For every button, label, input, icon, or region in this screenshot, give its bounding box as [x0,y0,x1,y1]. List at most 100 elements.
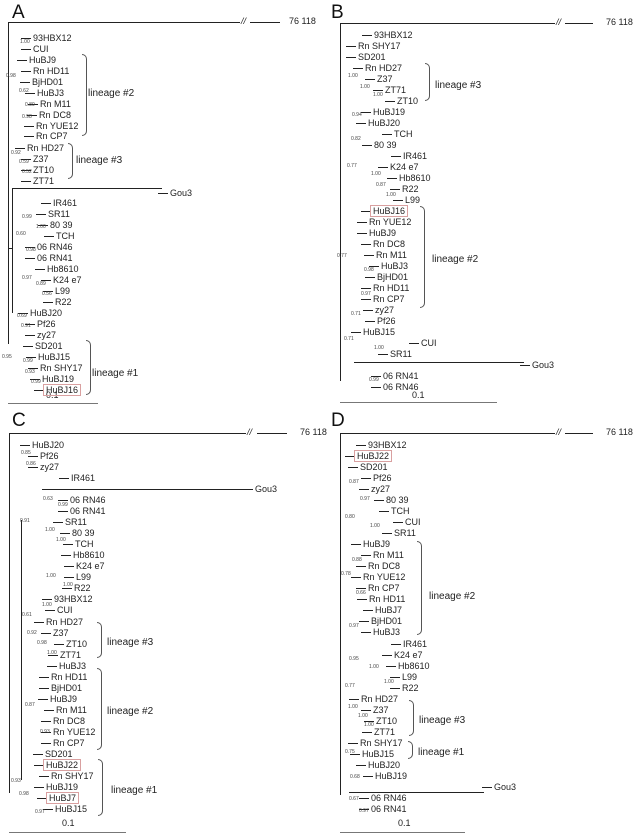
taxon-label: 06 RN41 [70,506,106,516]
taxon-label: ZT10 [376,716,398,726]
taxon-label: L99 [402,672,418,682]
taxon-label: Pf26 [37,319,56,329]
clade-stem-c [21,520,22,780]
terminal-branch [58,500,68,501]
terminal-branch [351,577,361,578]
terminal-branch [362,145,372,146]
terminal-branch [21,71,31,72]
taxon-label: TCH [75,539,94,549]
panel-label-a: A [12,2,25,23]
terminal-branch [356,588,366,589]
taxon-label: HuBJ7 [375,605,403,615]
terminal-branch [357,233,367,234]
taxon-label: Rn HD11 [33,66,70,76]
terminal-branch [36,214,46,215]
terminal-branch [346,46,356,47]
highlighted-taxon-label: HuBJ16 [43,384,82,396]
support-value: 0.91 [20,518,30,524]
terminal-branch [35,269,45,270]
lineage-label: lineage #2 [432,254,479,265]
support-value: 0.99 [58,502,68,508]
support-value: 0.98 [6,73,16,79]
taxon-label: HuBJ20 [32,440,65,450]
terminal-branch [41,633,51,634]
support-value: 1.00 [369,664,379,670]
outgroup-branch-d-tail [565,433,593,434]
taxon-label: 06 RN41 [371,804,407,814]
terminal-branch [361,288,371,289]
terminal-branch [43,302,53,303]
terminal-branch [44,710,54,711]
terminal-branch [28,368,38,369]
terminal-branch [362,732,372,733]
support-value: 1.00 [386,192,396,198]
terminal-branch [387,178,397,179]
taxon-label: 06 RN41 [37,253,73,263]
outgroup-label-c: 76 118 [300,427,327,437]
taxon-label: CUI [421,338,437,348]
taxon-label: Rn CP7 [373,294,405,304]
terminal-branch [58,511,68,512]
taxon-label: 93HBX12 [368,440,407,450]
terminal-branch [374,500,384,501]
branch-break-b: // [556,17,562,27]
taxon-label: 06 RN46 [383,382,419,392]
support-value: 1.00 [371,171,381,177]
taxon-label: 80 39 [72,528,95,538]
taxon-label: Rn SHY17 [358,41,401,51]
terminal-branch [41,732,51,733]
terminal-branch [61,555,71,556]
terminal-branch [37,798,47,799]
support-value: 0.98 [37,640,47,646]
taxon-label: Z37 [53,628,69,638]
taxon-label: CUI [57,605,73,615]
terminal-branch [382,533,392,534]
terminal-branch [391,644,401,645]
terminal-branch [54,644,64,645]
taxon-label: Gou3 [532,360,555,370]
support-value: 0.93 [40,729,50,735]
lineage-label: lineage #3 [435,80,482,91]
support-value: 0.95 [349,656,359,662]
terminal-branch [21,170,31,171]
terminal-branch [409,343,419,344]
terminal-branch [369,266,379,267]
taxon-label: TCH [394,129,413,139]
taxon-label: Gou3 [170,188,193,198]
terminal-branch [382,134,392,135]
terminal-branch [28,467,38,468]
terminal-branch [28,104,38,105]
support-value: 0.69 [17,313,27,319]
support-value: 1.00 [358,713,368,719]
terminal-branch [39,688,49,689]
panel-label-b: B [331,2,344,23]
terminal-branch [379,511,389,512]
terminal-branch [365,277,375,278]
taxon-label: Rn HD11 [369,594,406,604]
root-stem-b [340,23,341,381]
taxon-label: Pf26 [377,316,396,326]
scale-label-d: 0.1 [398,818,411,828]
terminal-branch [361,112,371,113]
gou3-branch-d [349,792,484,793]
taxon-label: Z37 [373,705,389,715]
terminal-branch [45,610,55,611]
taxon-label: 06 RN46 [371,793,407,803]
terminal-branch [63,544,73,545]
terminal-branch [20,445,30,446]
terminal-branch [39,677,49,678]
lineage-brace [425,63,430,101]
taxon-label: zy27 [371,484,391,494]
terminal-branch [390,688,400,689]
terminal-branch [390,677,400,678]
support-value: 0.61 [22,612,32,618]
taxon-label: TCH [391,506,410,516]
terminal-branch [43,291,53,292]
taxon-label: SR11 [48,209,70,219]
support-value: 0.60 [16,231,26,237]
outgroup-branch-a [8,22,240,23]
terminal-branch [158,193,168,194]
terminal-branch [364,255,374,256]
taxon-label: HuBJ3 [59,661,87,671]
support-value: 0.77 [345,683,355,689]
